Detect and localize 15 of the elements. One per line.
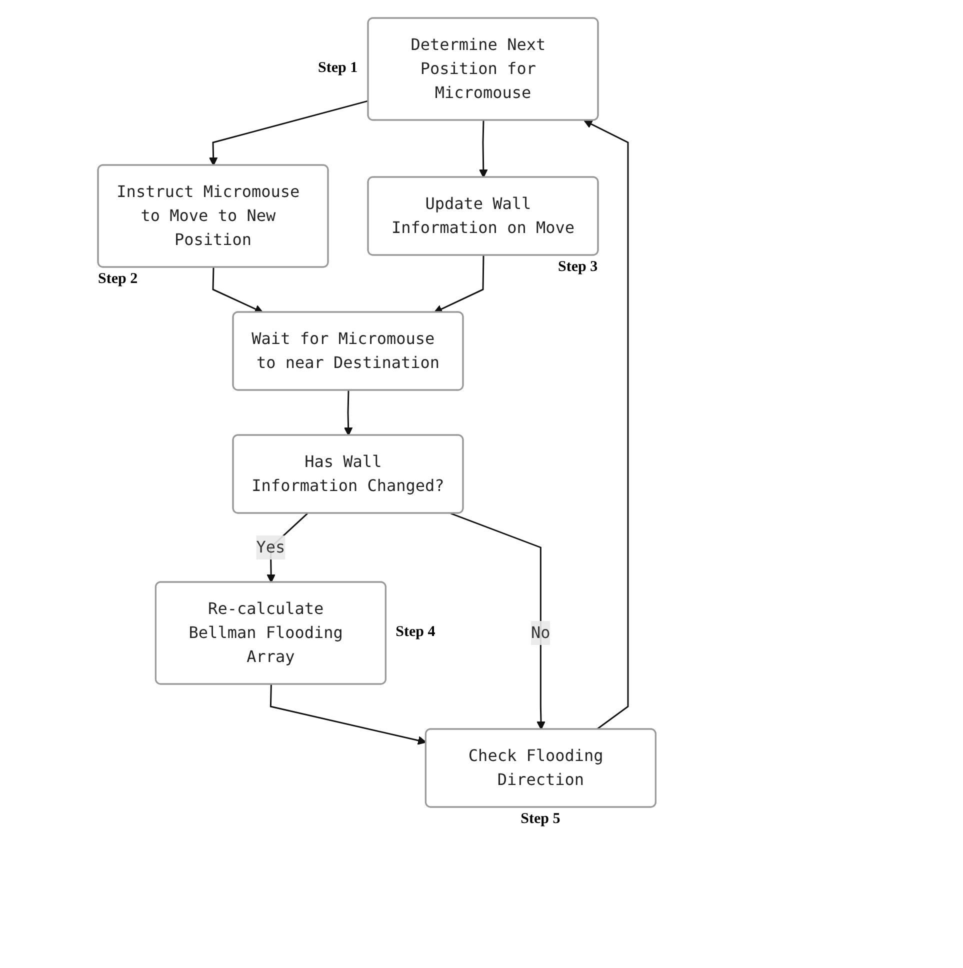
step-label: Step 3 bbox=[558, 258, 598, 276]
arrow bbox=[434, 255, 484, 314]
arrow bbox=[450, 512, 546, 730]
edge-label: Yes bbox=[256, 537, 286, 556]
arrow bbox=[270, 684, 427, 745]
step-label: Step 1 bbox=[318, 60, 358, 78]
arrow bbox=[208, 100, 369, 166]
arrow bbox=[478, 120, 488, 178]
arrow bbox=[344, 390, 353, 436]
step-label: Step 5 bbox=[520, 810, 560, 828]
step-label: Step 2 bbox=[98, 270, 138, 288]
edge-label: No bbox=[531, 622, 550, 642]
arrow bbox=[212, 267, 264, 314]
arrow bbox=[584, 120, 629, 730]
step-label: Step 4 bbox=[396, 624, 436, 642]
